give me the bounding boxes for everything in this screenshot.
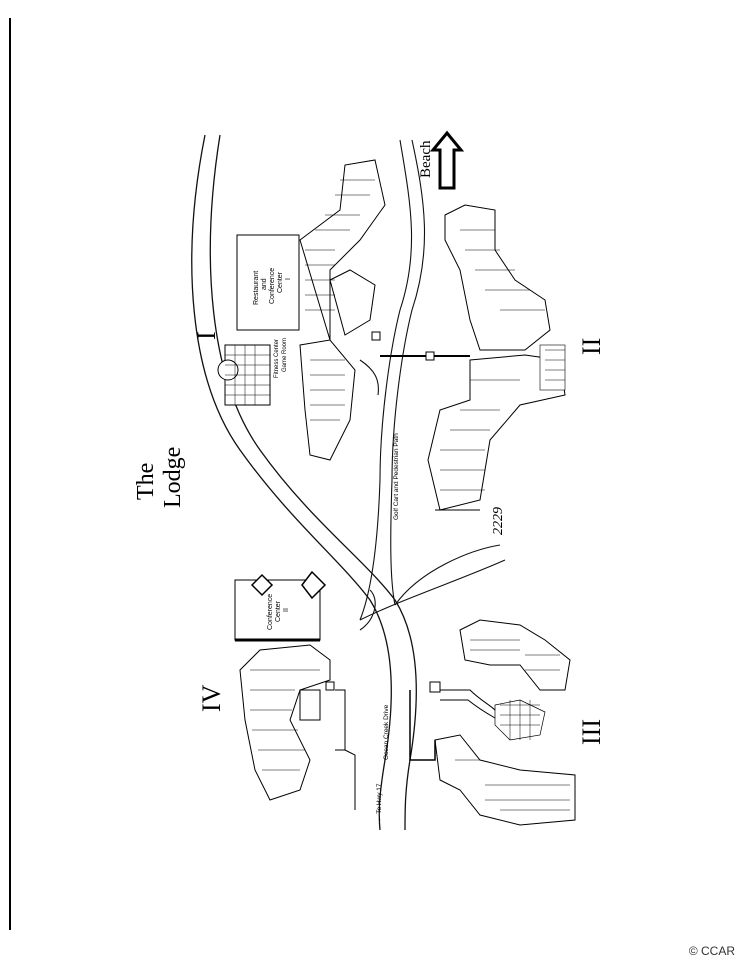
svg-text:II: II	[283, 608, 290, 612]
building-IV	[234, 570, 356, 810]
svg-text:I: I	[285, 278, 292, 280]
building-I-numeral: I	[192, 331, 221, 340]
svg-text:Center: Center	[275, 600, 282, 622]
svg-text:Center: Center	[277, 271, 284, 293]
svg-text:Restaurant: Restaurant	[253, 271, 260, 305]
svg-text:Fitness Center: Fitness Center	[274, 339, 280, 378]
road-label: Ocean Creek Drive	[383, 704, 390, 760]
building-IV-label: Conference Center II	[267, 594, 290, 630]
copyright-watermark: © CCAR	[688, 944, 735, 958]
beach-arrow-icon	[429, 130, 465, 190]
building-I-label: Restaurant and Conference Center I Fitne…	[253, 268, 292, 378]
beach-label: Beach	[418, 140, 434, 178]
svg-text:Conference: Conference	[267, 594, 274, 630]
svg-text:Game Room: Game Room	[282, 338, 288, 372]
building-II-numeral: II	[577, 338, 606, 355]
svg-text:Conference: Conference	[269, 268, 276, 304]
building-III-numeral: III	[577, 719, 606, 745]
building-IV-numeral: IV	[197, 684, 226, 712]
golf-cart-path	[359, 139, 506, 631]
highway-direction-label: ← To Hwy 17	[376, 783, 383, 822]
map-title-line2: Lodge	[160, 447, 186, 508]
golf-cart-path-label: Golf Cart and Pedestrian Path	[393, 433, 400, 520]
svg-text:and: and	[261, 278, 268, 290]
unit-number-handwritten: 2229	[491, 507, 506, 535]
building-II	[380, 204, 566, 511]
building-III	[409, 619, 576, 826]
map-title-line1: The	[133, 463, 159, 500]
building-I	[217, 159, 386, 461]
